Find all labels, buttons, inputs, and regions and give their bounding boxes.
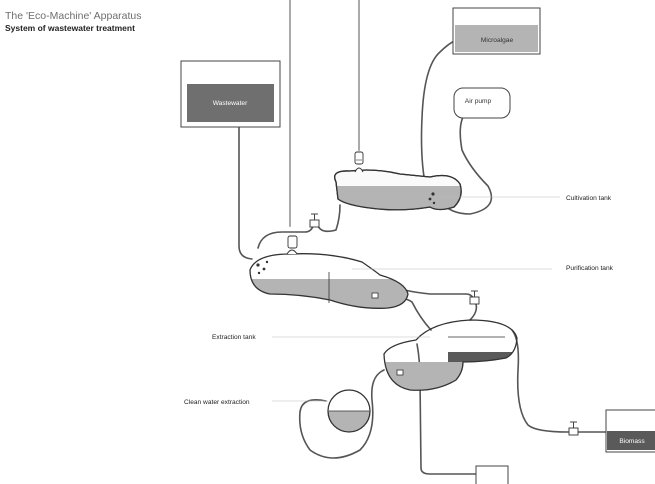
clean-water-tank (327, 389, 371, 433)
air-pump: Air pump (453, 87, 511, 119)
purification-lamp-icon (287, 235, 298, 249)
extraction-tank-label: Extraction tank (212, 334, 256, 341)
cultivation-lamp-icon (354, 151, 364, 165)
diagram-title: The 'Eco-Machine' Apparatus (5, 10, 142, 22)
cultivation-tank (333, 151, 462, 211)
purification-tank-label: Purification tank (566, 265, 614, 272)
wastewater-label: Wastewater (213, 100, 248, 107)
wastewater-pipe (238, 126, 253, 260)
valve-icon (568, 421, 579, 436)
microalgae-label: Microalgae (481, 37, 514, 44)
biomass-container: Biomass (605, 409, 655, 453)
wastewater-container: Wastewater (180, 60, 281, 128)
purification-to-valve-pipe (257, 225, 314, 249)
valve-b-to-extraction-pipe (469, 303, 478, 321)
extraction-to-biomass-pipe (511, 329, 607, 433)
airpump-to-cultivation-pipe (439, 116, 493, 215)
microalgae-container: Microalgae (452, 7, 541, 55)
extraction-tank (383, 319, 518, 391)
valve-icon (309, 213, 320, 228)
clean-water-extraction-label: Clean water extraction (184, 399, 250, 406)
extraction-drain-pipe (416, 343, 477, 475)
diagram-subtitle: System of wastewater treatment (5, 23, 135, 33)
clean-water-loop-pipe (298, 369, 385, 459)
drain-container (475, 465, 509, 484)
air-pump-label: Air pump (465, 98, 492, 105)
valve-icon (469, 290, 480, 305)
biomass-label: Biomass (619, 438, 645, 445)
purification-tank (249, 235, 409, 309)
cultivation-to-microalgae-pipe (420, 39, 457, 189)
valve-to-cultivation-pipe (317, 204, 341, 233)
pipe-to-valve-b (404, 289, 475, 301)
cultivation-tank-label: Cultivation tank (566, 195, 612, 202)
